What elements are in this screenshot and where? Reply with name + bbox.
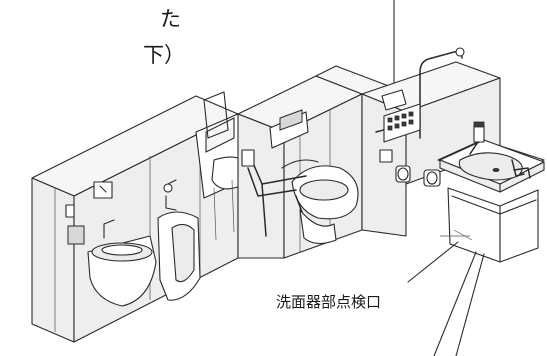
- caption-line-1: た: [160, 7, 181, 31]
- caption-line-2: 下）: [143, 43, 185, 67]
- counter-box: [381, 89, 407, 111]
- paper-holders: [379, 149, 441, 187]
- urinal: [157, 179, 201, 301]
- toilet: [281, 159, 359, 245]
- floor-lines: [440, 229, 473, 241]
- wall-basin-left: [65, 181, 157, 307]
- toilet-tank: [269, 109, 309, 149]
- faucet-left: [469, 121, 485, 155]
- grab-bars: [241, 149, 307, 237]
- faucet-right: [511, 159, 531, 179]
- callout-leaders: [407, 241, 485, 356]
- wall-control-panel: [383, 103, 421, 143]
- callout-label: 洗面器部点検口: [276, 293, 381, 311]
